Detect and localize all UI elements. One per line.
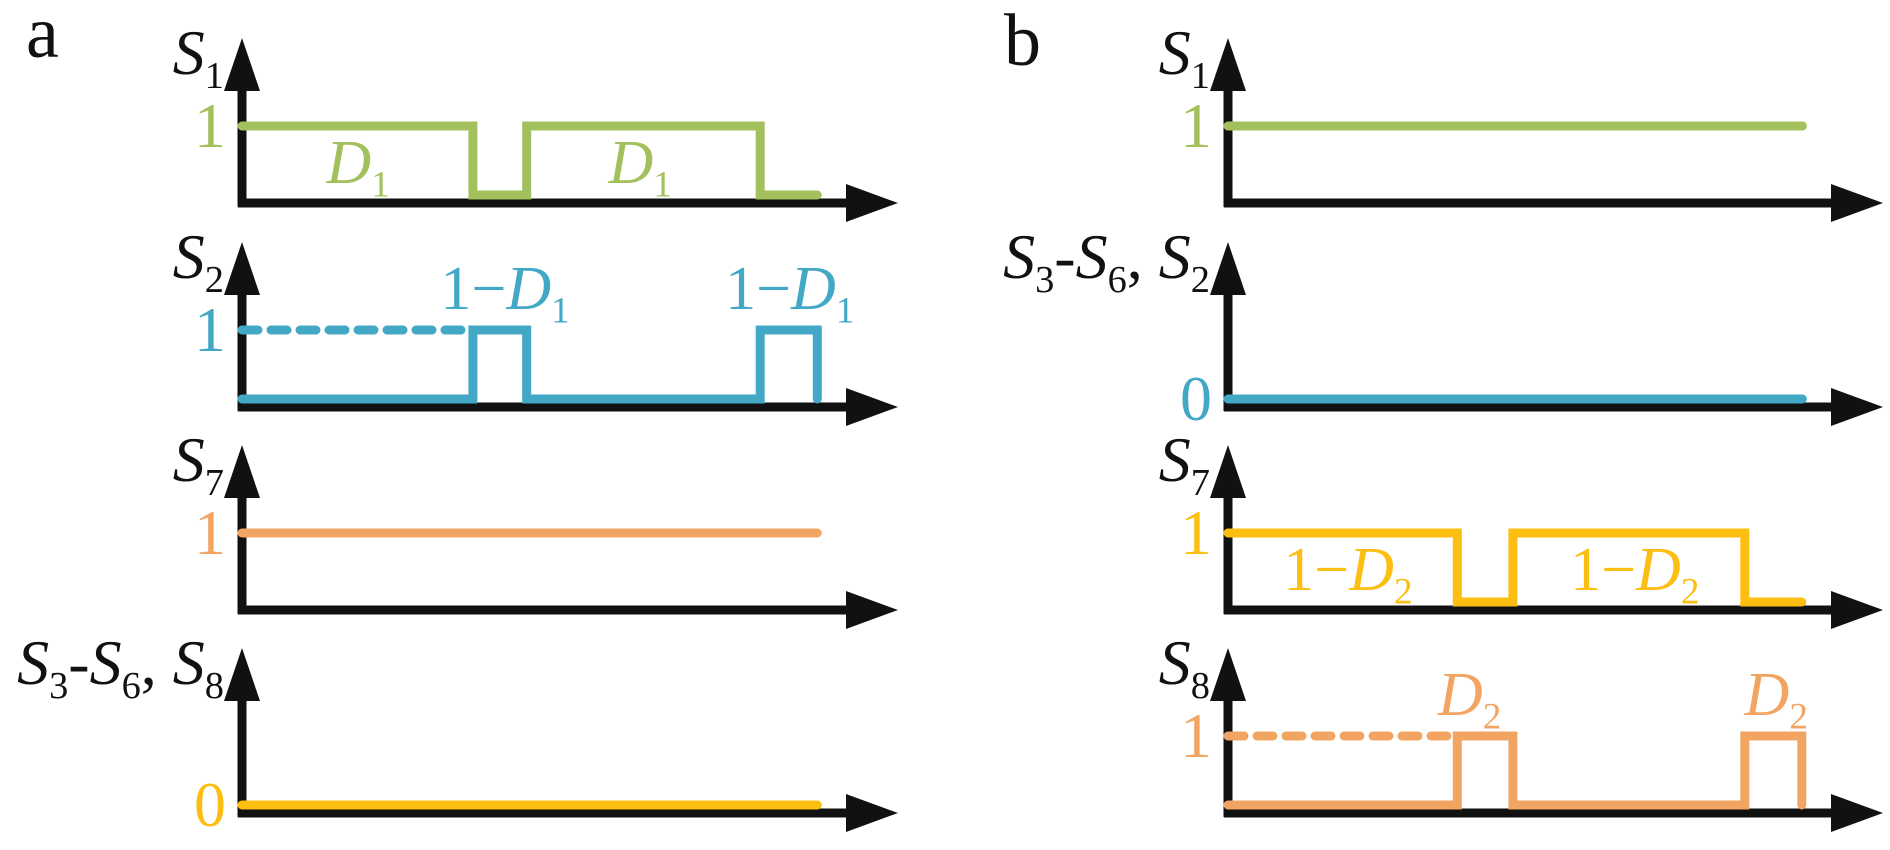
panel-label-b: b (1004, 0, 1041, 82)
panel-b-s7-annotation-1: 1−D2 (1570, 536, 1700, 613)
panel-a-s3-s6-s8-tick-label: 0 (194, 769, 226, 840)
panel-a-s2-waveform (237, 325, 822, 404)
panel-a-s1-time-axis-arrowhead-icon (846, 184, 898, 222)
panel-b-s7-time-axis-arrowhead-icon (1831, 591, 1883, 629)
panel-b-s7-annotation-0: 1−D2 (1283, 536, 1413, 613)
panel-a-s2-axis-label: S2 (172, 221, 224, 301)
panel-label-a: a (26, 0, 59, 74)
panel-b-s7-waveform (1223, 528, 1807, 607)
panel-b-s8-annotation-1: D2 (1744, 661, 1808, 738)
panel-b-s3-s6-s2-time-axis-arrowhead-icon (1831, 388, 1883, 426)
panel-b-s7-value-axis-arrowhead-icon (1210, 445, 1246, 498)
panel-a-s2-tick-label: 1 (194, 294, 226, 365)
panel-a-s1-annotation-0: D1 (326, 129, 390, 206)
panel-b-s1-time-axis-arrowhead-icon (1831, 184, 1883, 222)
panel-a-s1-value-axis-arrowhead-icon (224, 38, 260, 91)
panel-a-s2-time-axis-arrowhead-icon (846, 388, 898, 426)
panel-b-s3-s6-s2-tick-label: 0 (1180, 363, 1212, 434)
panel-a-s1-axis-label: S1 (172, 17, 224, 97)
panel-b-s8-time-axis-arrowhead-icon (1831, 794, 1883, 832)
panel-a-s3-s6-s8-value-axis-arrowhead-icon (224, 648, 260, 701)
panel-a-s1-waveform (237, 121, 822, 200)
panel-a-s2-annotation-1: 1−D1 (725, 255, 855, 332)
panel-a-s2-value-axis-arrowhead-icon (224, 242, 260, 295)
panel-a-s7-time-axis-arrowhead-icon (846, 591, 898, 629)
panel-b-s3-s6-s2-axis-label: S3-S6, S2 (1003, 221, 1210, 301)
panel-a-s7-value-axis-arrowhead-icon (224, 445, 260, 498)
panel-b-s8-waveform (1223, 731, 1807, 810)
panel-b-s1-value-axis-arrowhead-icon (1210, 38, 1246, 91)
panel-a-s2-annotation-0: 1−D1 (440, 255, 570, 332)
panel-b-s1-axis-label: S1 (1158, 17, 1210, 97)
panel-b-s3-s6-s2-value-axis-arrowhead-icon (1210, 242, 1246, 295)
panel-a-s7-axis-label: S7 (172, 424, 224, 504)
panel-a-s1-tick-label: 1 (194, 90, 226, 161)
panel-a-s1-annotation-1: D1 (608, 129, 672, 206)
panel-b-s8-tick-label: 1 (1180, 700, 1212, 771)
panel-b-s7-tick-label: 1 (1180, 497, 1212, 568)
panel-a-s7-tick-label: 1 (194, 497, 226, 568)
panel-a-s3-s6-s8-axis-label: S3-S6, S8 (17, 627, 224, 707)
panel-a-s3-s6-s8-time-axis-arrowhead-icon (846, 794, 898, 832)
panel-b-s7-axis-label: S7 (1158, 424, 1210, 504)
panel-b-s8-annotation-0: D2 (1438, 661, 1502, 738)
panel-b-s8-value-axis-arrowhead-icon (1210, 648, 1246, 701)
panel-b-s8-axis-label: S8 (1158, 627, 1210, 707)
panel-b-s1-tick-label: 1 (1180, 90, 1212, 161)
